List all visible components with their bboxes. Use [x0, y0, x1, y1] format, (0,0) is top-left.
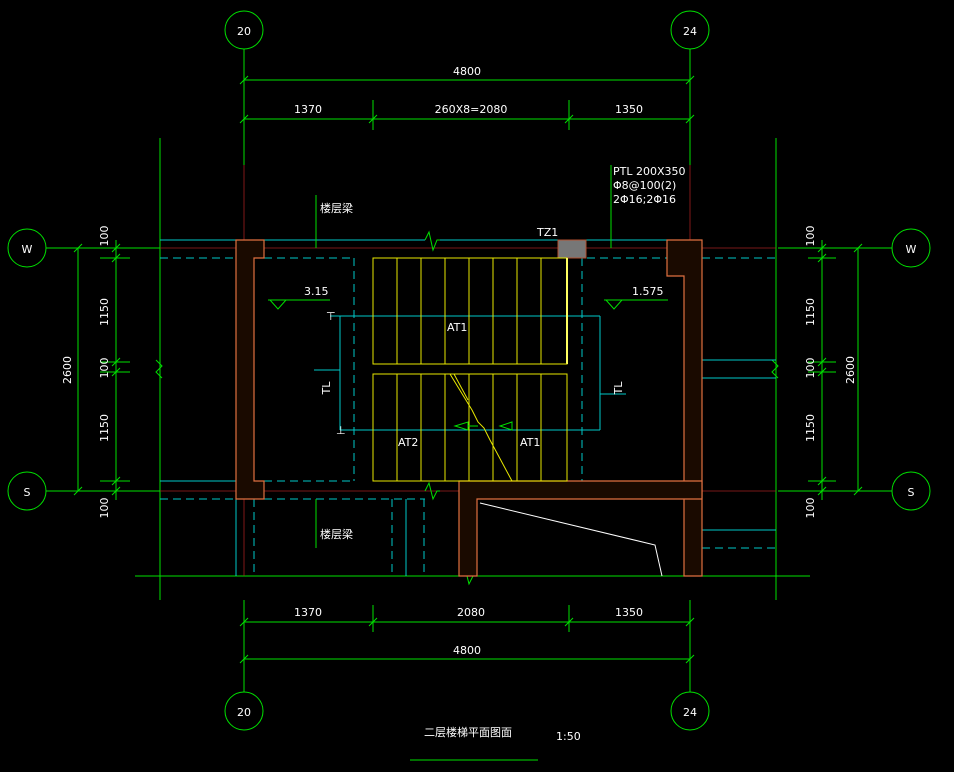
axis-label: W	[22, 243, 33, 256]
tl-label-left: TL	[320, 381, 333, 396]
dim-right-side: 2600 100 1150 100 1150 100	[804, 226, 863, 519]
dim-text: 1150	[98, 414, 111, 442]
title-text: 二层楼梯平面图面	[424, 725, 512, 739]
axis-bubble-s-right: S	[891, 471, 931, 511]
drawing-title: 二层楼梯平面图面 1:50	[410, 725, 581, 761]
dim-text: 100	[804, 358, 817, 379]
beam-callout-bottom: 楼层梁	[315, 499, 353, 548]
ptl-text-2: Φ8@100(2)	[613, 179, 676, 192]
dim-text: 2080	[457, 606, 485, 619]
dim-text: 2600	[61, 356, 74, 384]
axis-bubble-w-left: W	[7, 228, 47, 268]
title-scale: 1:50	[556, 730, 581, 743]
stair-label-at2: AT2	[398, 436, 418, 449]
dim-text: 4800	[453, 644, 481, 657]
axis-label: W	[906, 243, 917, 256]
dim-text: 1350	[615, 606, 643, 619]
level-marker-left: 3.15	[268, 285, 330, 310]
dim-text: 100	[804, 498, 817, 519]
column-tz1	[557, 239, 587, 259]
dim-top-segments: 1370 260X8=2080 1350	[239, 100, 695, 130]
dim-text: 100	[98, 358, 111, 379]
ptl-text-3: 2Φ16;2Φ16	[613, 193, 676, 206]
stair-label-at1-top: AT1	[447, 321, 467, 334]
axis-label: S	[908, 486, 915, 499]
svg-text:⊥: ⊥	[336, 424, 346, 437]
axis-bubble-24-top: 24	[670, 10, 710, 50]
dim-text: 1370	[294, 103, 322, 116]
axis-bubble-20-bottom: 20	[224, 691, 264, 731]
walls	[235, 239, 703, 577]
door-opening	[479, 502, 663, 577]
dim-left-side: 2600 100 1150 100 1150 100	[61, 226, 130, 519]
ptl-text-1: PTL 200X350	[613, 165, 686, 178]
beam-label: 楼层梁	[320, 527, 353, 541]
dim-text: 100	[804, 226, 817, 247]
dim-text: 1350	[615, 103, 643, 116]
dim-text: 1150	[98, 298, 111, 326]
dim-text: 1150	[804, 414, 817, 442]
beam-label: 楼层梁	[320, 201, 353, 215]
dim-top-overall: 4800	[239, 65, 695, 85]
axis-label: 24	[683, 25, 697, 38]
dim-text: 1370	[294, 606, 322, 619]
direction-arrows	[453, 421, 513, 431]
stair-label-at1-bottom: AT1	[520, 436, 540, 449]
level-marker-right: 1.575	[604, 285, 668, 310]
dim-text: 100	[98, 498, 111, 519]
axis-bubble-20-top: 20	[224, 10, 264, 50]
tl-label-right: TL	[612, 381, 625, 396]
tz1-label: TZ1	[536, 226, 558, 239]
dim-bottom-overall: 4800	[239, 644, 695, 664]
dim-bottom-segments: 1370 2080 1350	[239, 605, 695, 632]
axis-label: 20	[237, 25, 251, 38]
axis-bubble-w-right: W	[891, 228, 931, 268]
ptl-note: PTL 200X350 Φ8@100(2) 2Φ16;2Φ16	[610, 165, 686, 248]
beam-lines	[160, 239, 776, 576]
dim-text: 100	[98, 226, 111, 247]
level-text: 1.575	[632, 285, 664, 298]
axis-label: 20	[237, 706, 251, 719]
svg-text:⊤: ⊤	[326, 310, 336, 323]
dim-text: 2600	[844, 356, 857, 384]
axis-lines	[46, 49, 892, 692]
axis-label: 24	[683, 706, 697, 719]
stair-flights	[372, 257, 568, 482]
axis-bubble-s-left: S	[7, 471, 47, 511]
dim-text: 260X8=2080	[435, 103, 508, 116]
level-text: 3.15	[304, 285, 329, 298]
axis-bubble-24-bottom: 24	[670, 691, 710, 731]
dim-text: 4800	[453, 65, 481, 78]
beam-callout-top: 楼层梁	[315, 195, 353, 248]
dim-text: 1150	[804, 298, 817, 326]
axis-label: S	[24, 486, 31, 499]
